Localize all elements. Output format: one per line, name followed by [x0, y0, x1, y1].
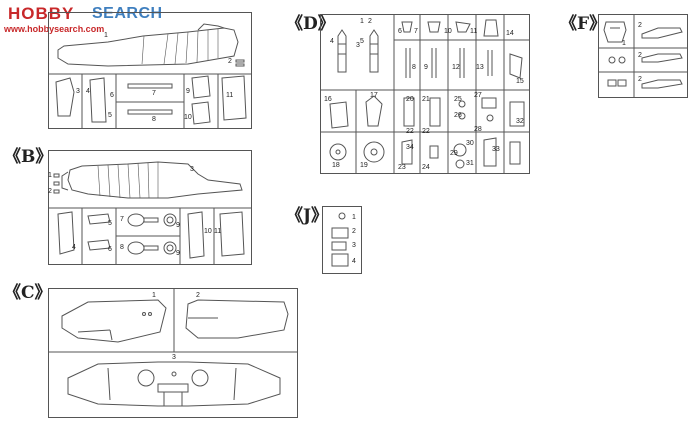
- part-number: 9: [424, 64, 428, 71]
- part-number: 4: [352, 258, 356, 265]
- part-number: 24: [422, 164, 430, 171]
- part-number: 23: [398, 164, 406, 171]
- part-number: 6: [108, 246, 112, 253]
- part-number: 30: [466, 140, 474, 147]
- part-number: 1: [104, 32, 108, 39]
- part-number: 19: [360, 162, 368, 169]
- part-number: 11: [214, 228, 222, 235]
- part-number: 34: [406, 144, 414, 151]
- sprue-j-drawing: [322, 206, 362, 274]
- sprue-c-drawing: [48, 288, 298, 418]
- sprue-b-drawing: [48, 150, 252, 265]
- sprue-a-drawing: [48, 12, 252, 129]
- part-number: 2: [196, 292, 200, 299]
- part-number: 14: [506, 30, 514, 37]
- part-number: 6: [110, 92, 114, 99]
- part-number: 2: [638, 22, 642, 29]
- part-number: 1: [48, 172, 52, 179]
- part-number: 22: [422, 128, 430, 135]
- part-number: 1: [622, 40, 626, 47]
- part-number: 25: [454, 96, 462, 103]
- part-number: 4: [86, 88, 90, 95]
- part-number: 3: [172, 354, 176, 361]
- part-number: 4: [72, 244, 76, 251]
- part-number: 2: [638, 52, 642, 59]
- part-number: 21: [422, 96, 430, 103]
- part-number: 16: [324, 96, 332, 103]
- part-number: 5: [108, 220, 112, 227]
- part-number: 8: [412, 64, 416, 71]
- part-number: 5: [108, 112, 112, 119]
- part-number: 10: [184, 114, 192, 121]
- part-number: 29: [450, 150, 458, 157]
- section-c-label: 《C》: [4, 283, 52, 303]
- part-number: 27: [474, 92, 482, 99]
- sprue-f-drawing: [598, 14, 688, 98]
- sprue-frame-f: 1 2 2 2: [598, 14, 688, 98]
- watermark-url: www.hobbysearch.com: [4, 24, 105, 34]
- part-number: 1: [352, 214, 356, 221]
- sprue-frame-a: 1 2 3 4 5 6 7 8 9 10 11: [48, 12, 252, 129]
- section-j-label: 《J》: [286, 206, 329, 226]
- section-d-label: 《D》: [286, 14, 335, 34]
- part-number: 8: [152, 116, 156, 123]
- part-number: 3: [76, 88, 80, 95]
- sprue-frame-c: 1 2 3: [48, 288, 298, 418]
- part-number: 18: [332, 162, 340, 169]
- part-number: 31: [466, 160, 474, 167]
- part-number: 3: [352, 242, 356, 249]
- part-number: 2: [228, 58, 232, 65]
- section-f-label: 《F》: [560, 14, 607, 34]
- part-number: 33: [492, 146, 500, 153]
- part-number: 9: [186, 88, 190, 95]
- part-number: 32: [516, 118, 524, 125]
- part-number: 28: [474, 126, 482, 133]
- part-number: 20: [406, 96, 414, 103]
- sprue-frame-j: 1 2 3 4: [322, 206, 362, 274]
- part-number: 13: [476, 64, 484, 71]
- part-number: 6: [398, 28, 402, 35]
- sprue-frame-d: 1 2 3 4 5 6 7 8 9 10 11 12 13 14 15 16 1…: [320, 14, 530, 174]
- part-number: 9: [176, 250, 180, 257]
- part-number: 5: [360, 38, 364, 45]
- part-number: 12: [452, 64, 460, 71]
- part-number: 2: [638, 76, 642, 83]
- part-number: 17: [370, 92, 378, 99]
- sprue-frame-b: 1 2 3 4 5 6 7 8 9 9 10 11: [48, 150, 252, 265]
- part-number: 26: [454, 112, 462, 119]
- part-number: 22: [406, 128, 414, 135]
- part-number: 7: [152, 90, 156, 97]
- part-number: 10: [204, 228, 212, 235]
- part-number: 1: [360, 18, 364, 25]
- part-number: 2: [48, 188, 52, 195]
- part-number: 3: [190, 166, 194, 173]
- part-number: 11: [470, 28, 478, 35]
- part-number: 7: [120, 216, 124, 223]
- part-number: 8: [120, 244, 124, 251]
- watermark-hobby: HOBBY: [8, 4, 75, 23]
- part-number: 9: [176, 222, 180, 229]
- part-number: 2: [352, 228, 356, 235]
- part-number: 4: [330, 38, 334, 45]
- part-number: 15: [516, 78, 524, 85]
- section-b-label: 《B》: [4, 147, 53, 167]
- part-number: 2: [368, 18, 372, 25]
- part-number: 3: [356, 42, 360, 49]
- part-number: 11: [226, 92, 234, 99]
- part-number: 10: [444, 28, 452, 35]
- part-number: 7: [414, 28, 418, 35]
- sprue-d-drawing: [320, 14, 530, 174]
- part-number: 1: [152, 292, 156, 299]
- watermark-search: SEARCH: [92, 5, 163, 22]
